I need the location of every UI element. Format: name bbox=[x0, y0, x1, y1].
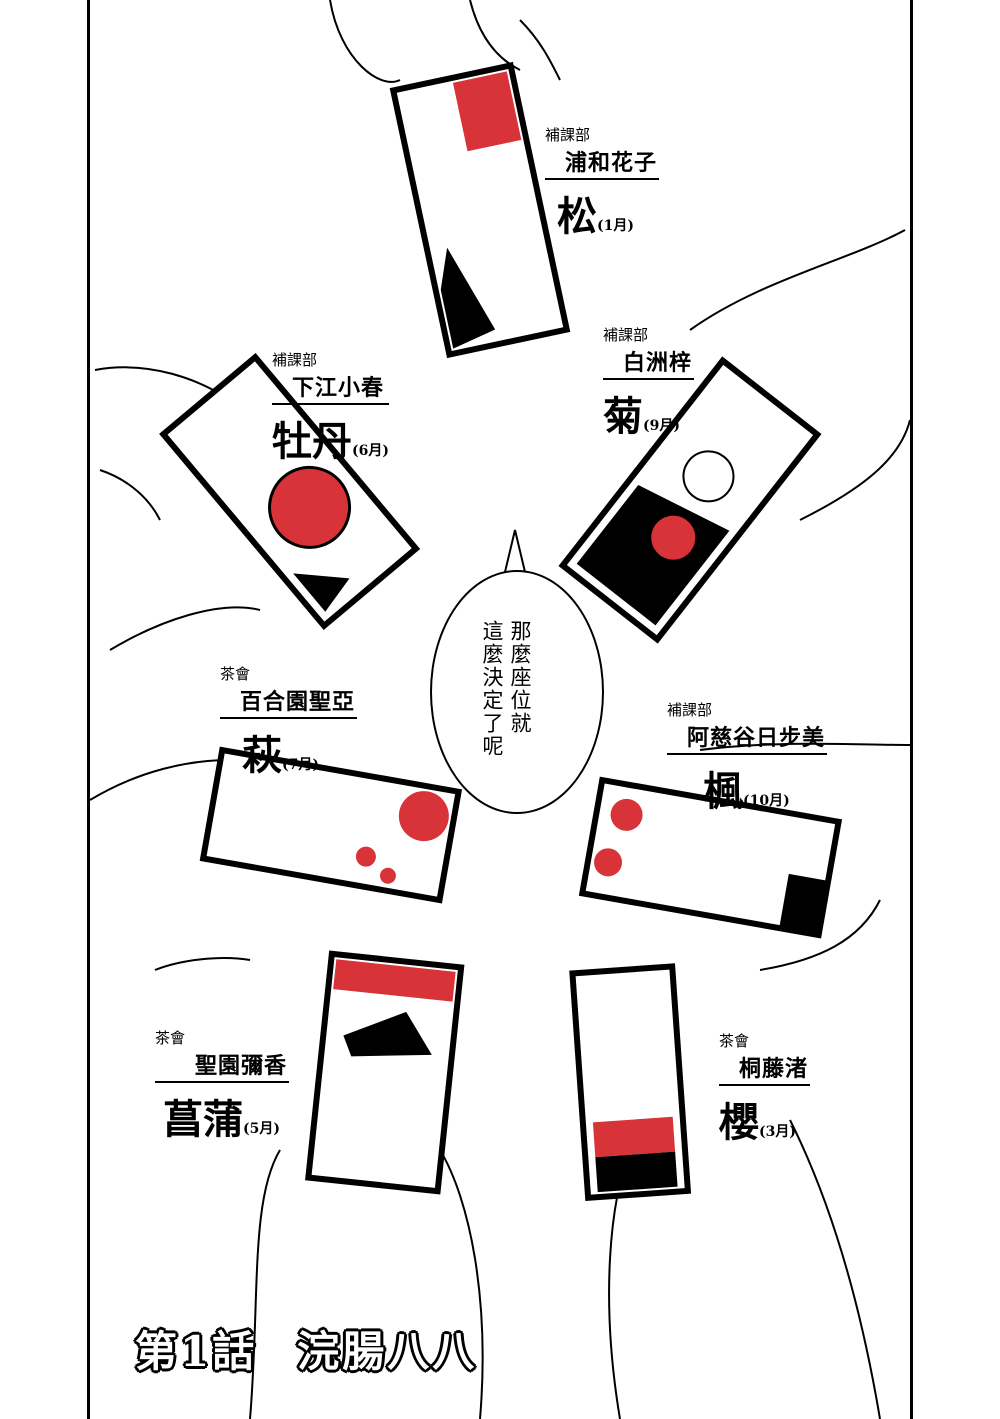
character-name: 百合園聖亞 bbox=[220, 684, 358, 719]
club-name: 補課部 bbox=[545, 126, 591, 144]
speech-text: 那麼座位就 這麼決定了呢 bbox=[478, 620, 534, 758]
character-label-koharu: 補課部 下江小春 牡丹(6月) bbox=[272, 349, 389, 467]
speech-bubble bbox=[430, 570, 604, 814]
card-pine bbox=[389, 61, 571, 359]
speech-line-1: 那麼座位就 bbox=[508, 620, 532, 735]
character-name: 聖園彌香 bbox=[155, 1048, 290, 1083]
character-name: 桐藤渚 bbox=[719, 1051, 811, 1086]
month: (7月) bbox=[282, 757, 319, 773]
card-maple bbox=[578, 776, 843, 939]
month: (1月) bbox=[597, 218, 634, 234]
flower-name: 櫻 bbox=[719, 1099, 759, 1146]
flower-name: 萩 bbox=[242, 732, 282, 779]
club-name: 茶會 bbox=[719, 1032, 750, 1050]
club-name: 茶會 bbox=[155, 1029, 186, 1047]
month: (5月) bbox=[243, 1121, 280, 1137]
hand-strokes bbox=[89, 0, 913, 1419]
character-name: 白洲梓 bbox=[603, 345, 695, 380]
chapter-name: 浣腸八八 bbox=[297, 1327, 478, 1376]
club-name: 茶會 bbox=[220, 665, 251, 683]
month: (3月) bbox=[759, 1124, 796, 1140]
flower-name: 楓 bbox=[703, 768, 743, 815]
card-chrysanthemum bbox=[558, 356, 822, 644]
flower-name: 松 bbox=[557, 193, 597, 240]
speech-bubble-tail bbox=[504, 529, 526, 573]
flower-name: 菖蒲 bbox=[163, 1096, 243, 1143]
month: (6月) bbox=[352, 443, 389, 459]
character-label-seia: 茶會 百合園聖亞 萩(7月) bbox=[220, 663, 358, 781]
page-frame bbox=[87, 0, 913, 1419]
flower-name: 菊 bbox=[603, 393, 643, 440]
character-label-hanako: 補課部 浦和花子 松(1月) bbox=[545, 124, 660, 242]
card-bush-clover bbox=[199, 746, 463, 904]
character-name: 下江小春 bbox=[272, 370, 389, 405]
card-cherry bbox=[569, 963, 692, 1202]
chapter-number: 第1話 bbox=[135, 1327, 258, 1376]
club-name: 補課部 bbox=[667, 701, 713, 719]
character-name: 阿慈谷日步美 bbox=[667, 720, 828, 755]
card-iris bbox=[305, 950, 465, 1195]
club-name: 補課部 bbox=[603, 326, 649, 344]
speech-line-2: 這麼決定了呢 bbox=[480, 620, 504, 758]
month: (10月) bbox=[743, 793, 790, 809]
character-label-azusa: 補課部 白洲梓 菊(9月) bbox=[603, 324, 695, 442]
character-label-hifumi: 補課部 阿慈谷日步美 楓(10月) bbox=[667, 699, 828, 817]
card-peony bbox=[159, 352, 421, 631]
character-label-nagisa: 茶會 桐藤渚 櫻(3月) bbox=[719, 1030, 811, 1148]
flower-name: 牡丹 bbox=[272, 418, 352, 465]
character-name: 浦和花子 bbox=[545, 145, 660, 180]
month: (9月) bbox=[643, 418, 680, 434]
club-name: 補課部 bbox=[272, 351, 318, 369]
chapter-title: 第1話浣腸八八 bbox=[135, 1318, 517, 1379]
character-label-mika: 茶會 聖園彌香 菖蒲(5月) bbox=[155, 1027, 290, 1145]
